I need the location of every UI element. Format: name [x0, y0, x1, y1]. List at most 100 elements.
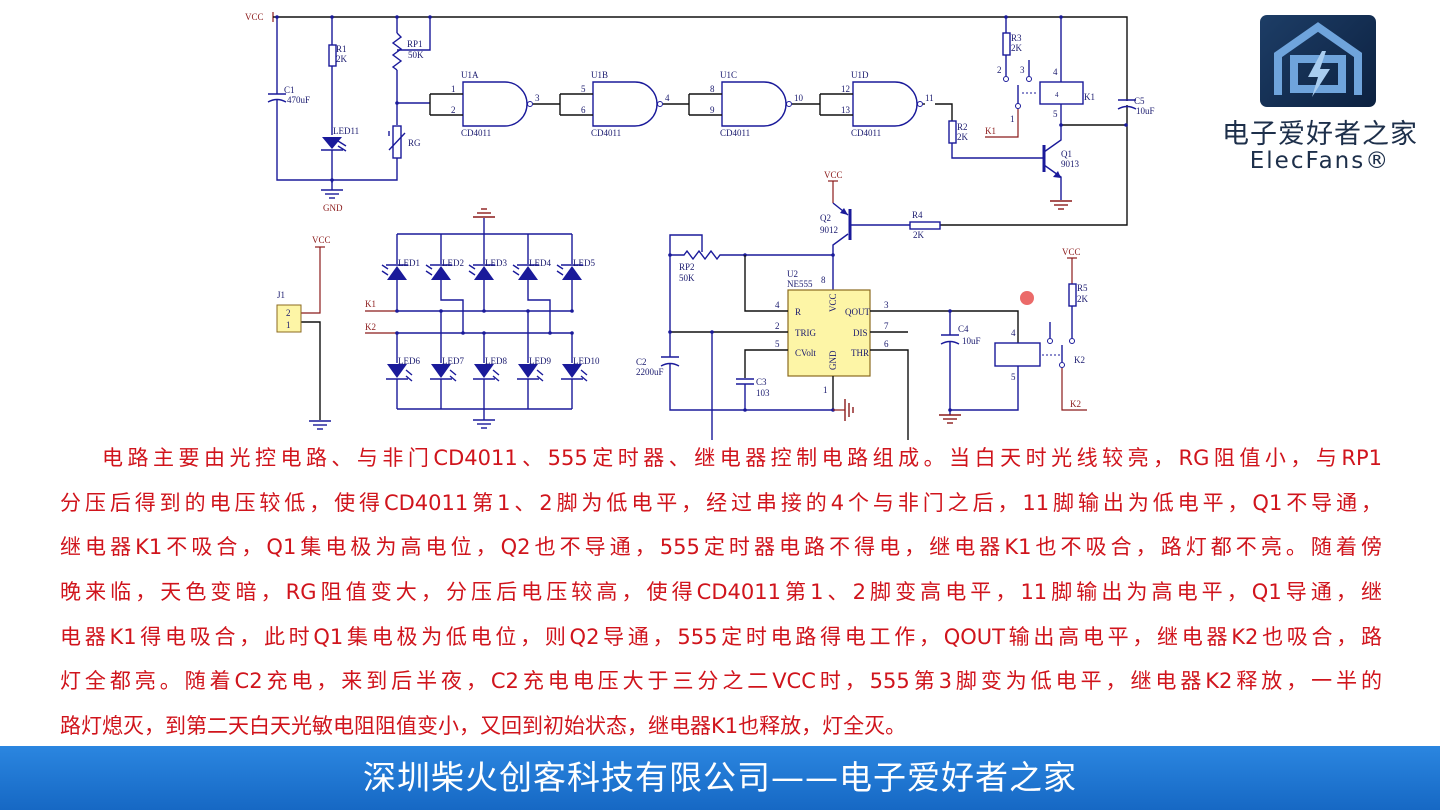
- capacitor-c4: C4 10uF: [938, 309, 981, 424]
- pin-number: 9: [710, 105, 715, 115]
- svg-text:VCC: VCC: [312, 235, 331, 245]
- svg-text:50K: 50K: [679, 273, 695, 283]
- led-5: LED5: [556, 234, 595, 313]
- led-label: LED4: [529, 258, 551, 268]
- led-label: LED1: [398, 258, 420, 268]
- pointer-cursor: [1020, 291, 1034, 305]
- nand-gate-u1a: U1A CD4011 1 2 3: [429, 70, 560, 138]
- svg-text:2200uF: 2200uF: [636, 367, 664, 377]
- led-8: LED8: [473, 331, 507, 409]
- svg-text:Q2: Q2: [820, 213, 831, 223]
- svg-text:U2: U2: [787, 269, 798, 279]
- svg-text:K2: K2: [1074, 355, 1085, 365]
- pin-number: 3: [535, 93, 540, 103]
- pin-number: 4: [665, 93, 670, 103]
- led-label: LED5: [573, 258, 595, 268]
- svg-text:3: 3: [884, 300, 889, 310]
- svg-text:TRIG: TRIG: [795, 328, 816, 338]
- svg-text:2K: 2K: [957, 132, 969, 142]
- gate-ref: U1A: [461, 70, 479, 80]
- svg-text:CVolt: CVolt: [795, 348, 816, 358]
- svg-text:4: 4: [1011, 328, 1016, 338]
- svg-text:1: 1: [823, 385, 828, 395]
- svg-text:C4: C4: [958, 324, 969, 334]
- svg-text:NE555: NE555: [787, 279, 813, 289]
- svg-text:5: 5: [1053, 109, 1058, 119]
- gate-ref: U1C: [720, 70, 737, 80]
- paragraph-line: 继电器K1不吸合，Q1集电极为高电位，Q2也不导通，555定时器电路不得电，继电…: [60, 535, 1382, 560]
- pin-number: 1: [451, 84, 456, 94]
- svg-text:9013: 9013: [1061, 159, 1080, 169]
- led-6: LED6: [386, 331, 420, 409]
- footer-banner: 深圳柴火创客科技有限公司——电子爱好者之家: [0, 746, 1440, 810]
- gate-part: CD4011: [720, 128, 750, 138]
- svg-text:50K: 50K: [408, 50, 424, 60]
- led-label: LED8: [485, 356, 507, 366]
- paragraph-line: 灯全都亮。随着C2充电，来到后半夜，C2充电电压大于三分之二VCC时，555第3…: [60, 669, 1382, 694]
- gate-part: CD4011: [851, 128, 881, 138]
- svg-text:RP1: RP1: [407, 39, 423, 49]
- svg-text:10uF: 10uF: [1136, 106, 1155, 116]
- svg-text:QOUT: QOUT: [845, 307, 870, 317]
- paragraph-line: 电器K1得电吸合，此时Q1集电极为低电位，则Q2导通，555定时电路得电工作，Q…: [60, 624, 1382, 649]
- svg-text:R1: R1: [336, 44, 347, 54]
- svg-text:R5: R5: [1077, 283, 1088, 293]
- svg-text:8: 8: [821, 275, 826, 285]
- logo-name-en: ElecFans®: [1249, 148, 1391, 174]
- svg-text:C3: C3: [756, 377, 767, 387]
- svg-text:5: 5: [1011, 372, 1016, 382]
- svg-text:Q1: Q1: [1061, 149, 1072, 159]
- svg-text:9012: 9012: [820, 225, 838, 235]
- svg-text:VCC: VCC: [1062, 247, 1081, 257]
- svg-text:2: 2: [997, 65, 1002, 75]
- connector-j1: VCC J1 21: [276, 235, 332, 430]
- paragraph-line: 分压后得到的电压较低，使得CD4011第1、2脚为低电平，经过串接的4个与非门之…: [60, 490, 1382, 515]
- led-label: LED9: [529, 356, 551, 366]
- svg-text:1: 1: [286, 320, 291, 330]
- pin-number: 13: [841, 105, 851, 115]
- svg-text:4: 4: [1055, 91, 1059, 99]
- pin-number: 11: [925, 93, 934, 103]
- svg-text:2K: 2K: [1077, 294, 1089, 304]
- svg-text:1: 1: [1010, 114, 1015, 124]
- gnd-label: GND: [323, 203, 343, 213]
- svg-text:470uF: 470uF: [287, 95, 310, 105]
- led-label: LED2: [442, 258, 464, 268]
- gate-ref: U1B: [591, 70, 608, 80]
- explanation-paragraph: 电路主要由光控电路、与非门CD4011、555定时器、继电器控制电路组成。当白天…: [60, 436, 1382, 749]
- svg-text:7: 7: [884, 321, 889, 331]
- svg-text:K1: K1: [1084, 92, 1095, 102]
- svg-text:3: 3: [1020, 65, 1025, 75]
- svg-text:R4: R4: [912, 210, 923, 220]
- pin-number: 10: [794, 93, 804, 103]
- svg-text:C1: C1: [284, 85, 295, 95]
- logo-name-cn: 电子爱好者之家: [1222, 119, 1418, 150]
- house-lightning-icon: [1260, 15, 1376, 107]
- vcc-rail: VCC: [245, 12, 1128, 226]
- paragraph-line: 路灯熄灭，到第二天白天光敏电阻阻值变小，又回到初始状态，继电器K1也释放，灯全灭…: [60, 714, 907, 739]
- paragraph-line: 电路主要由光控电路、与非门CD4011、555定时器、继电器控制电路组成。当白天…: [102, 446, 1382, 470]
- gate-part: CD4011: [461, 128, 491, 138]
- svg-text:RP2: RP2: [679, 262, 695, 272]
- svg-text:DIS: DIS: [853, 328, 868, 338]
- svg-text:R: R: [795, 307, 801, 317]
- svg-text:J1: J1: [277, 290, 285, 300]
- pin-number: 12: [841, 84, 850, 94]
- pin-number: 2: [451, 105, 456, 115]
- svg-text:K2: K2: [365, 322, 376, 332]
- svg-text:103: 103: [756, 388, 770, 398]
- svg-text:2K: 2K: [1011, 43, 1023, 53]
- svg-text:10uF: 10uF: [962, 336, 981, 346]
